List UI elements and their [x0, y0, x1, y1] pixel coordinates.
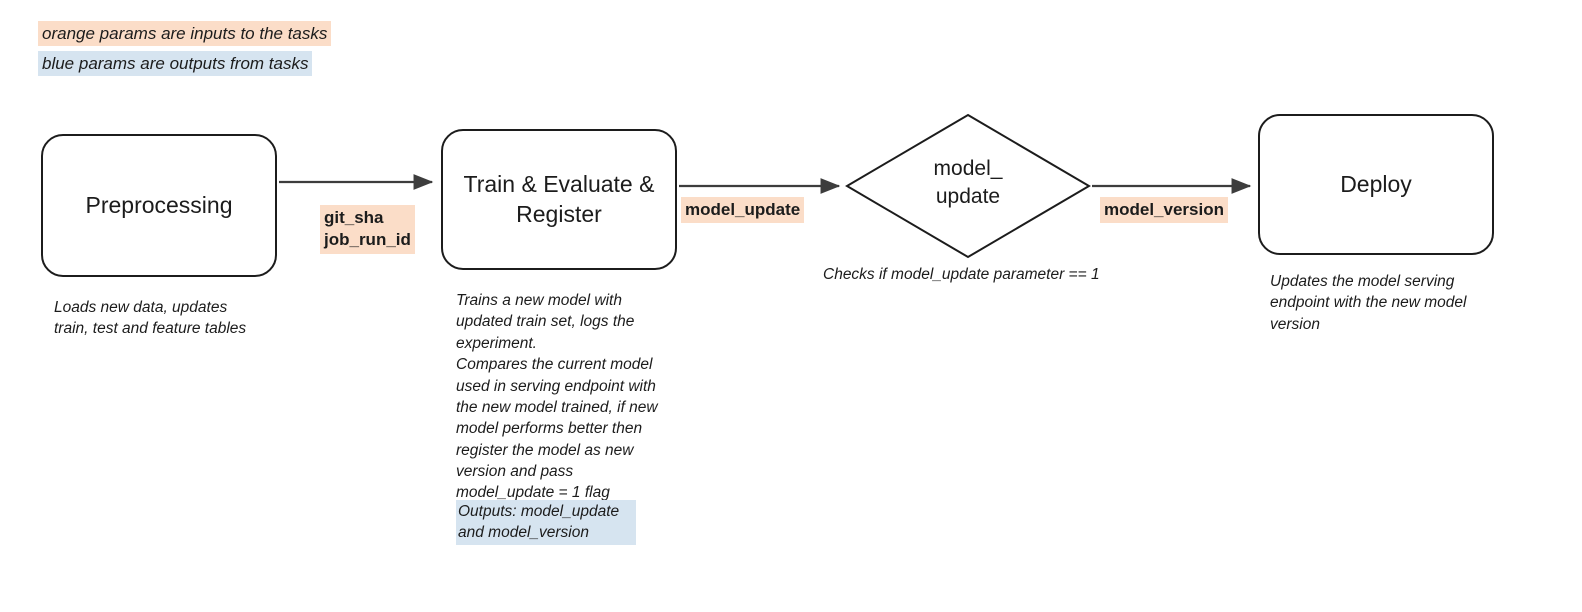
- caption-deploy: Updates the model serving endpoint with …: [1270, 273, 1467, 333]
- edge-label-model-version: model_version: [1100, 197, 1228, 224]
- node-preprocessing-label: Preprocessing: [85, 191, 233, 218]
- caption-train: Trains a new model with updated train se…: [456, 292, 658, 502]
- caption-train-outputs: Outputs: model_update and model_version: [456, 500, 636, 545]
- node-deploy[interactable]: Deploy: [1258, 114, 1494, 255]
- legend-blue-params: blue params are outputs from tasks: [38, 51, 313, 77]
- node-decision-label: model_ update: [933, 157, 1003, 209]
- legend-orange-params: orange params are inputs to the tasks: [38, 21, 332, 47]
- edge-label-model-update: model_update: [681, 197, 805, 224]
- caption-decision: Checks if model_update parameter == 1: [823, 266, 1100, 283]
- node-train-evaluate-register[interactable]: Train & Evaluate & Register: [441, 129, 677, 270]
- node-preprocessing[interactable]: Preprocessing: [41, 134, 277, 277]
- node-deploy-label: Deploy: [1340, 170, 1412, 197]
- caption-preprocessing: Loads new data, updates train, test and …: [54, 299, 247, 338]
- decision-diamond-shape: [845, 113, 1091, 259]
- edge-label-git-sha-job-run-id: git_sha job_run_id: [320, 205, 415, 254]
- node-train-label: Train & Evaluate & Register: [463, 170, 655, 227]
